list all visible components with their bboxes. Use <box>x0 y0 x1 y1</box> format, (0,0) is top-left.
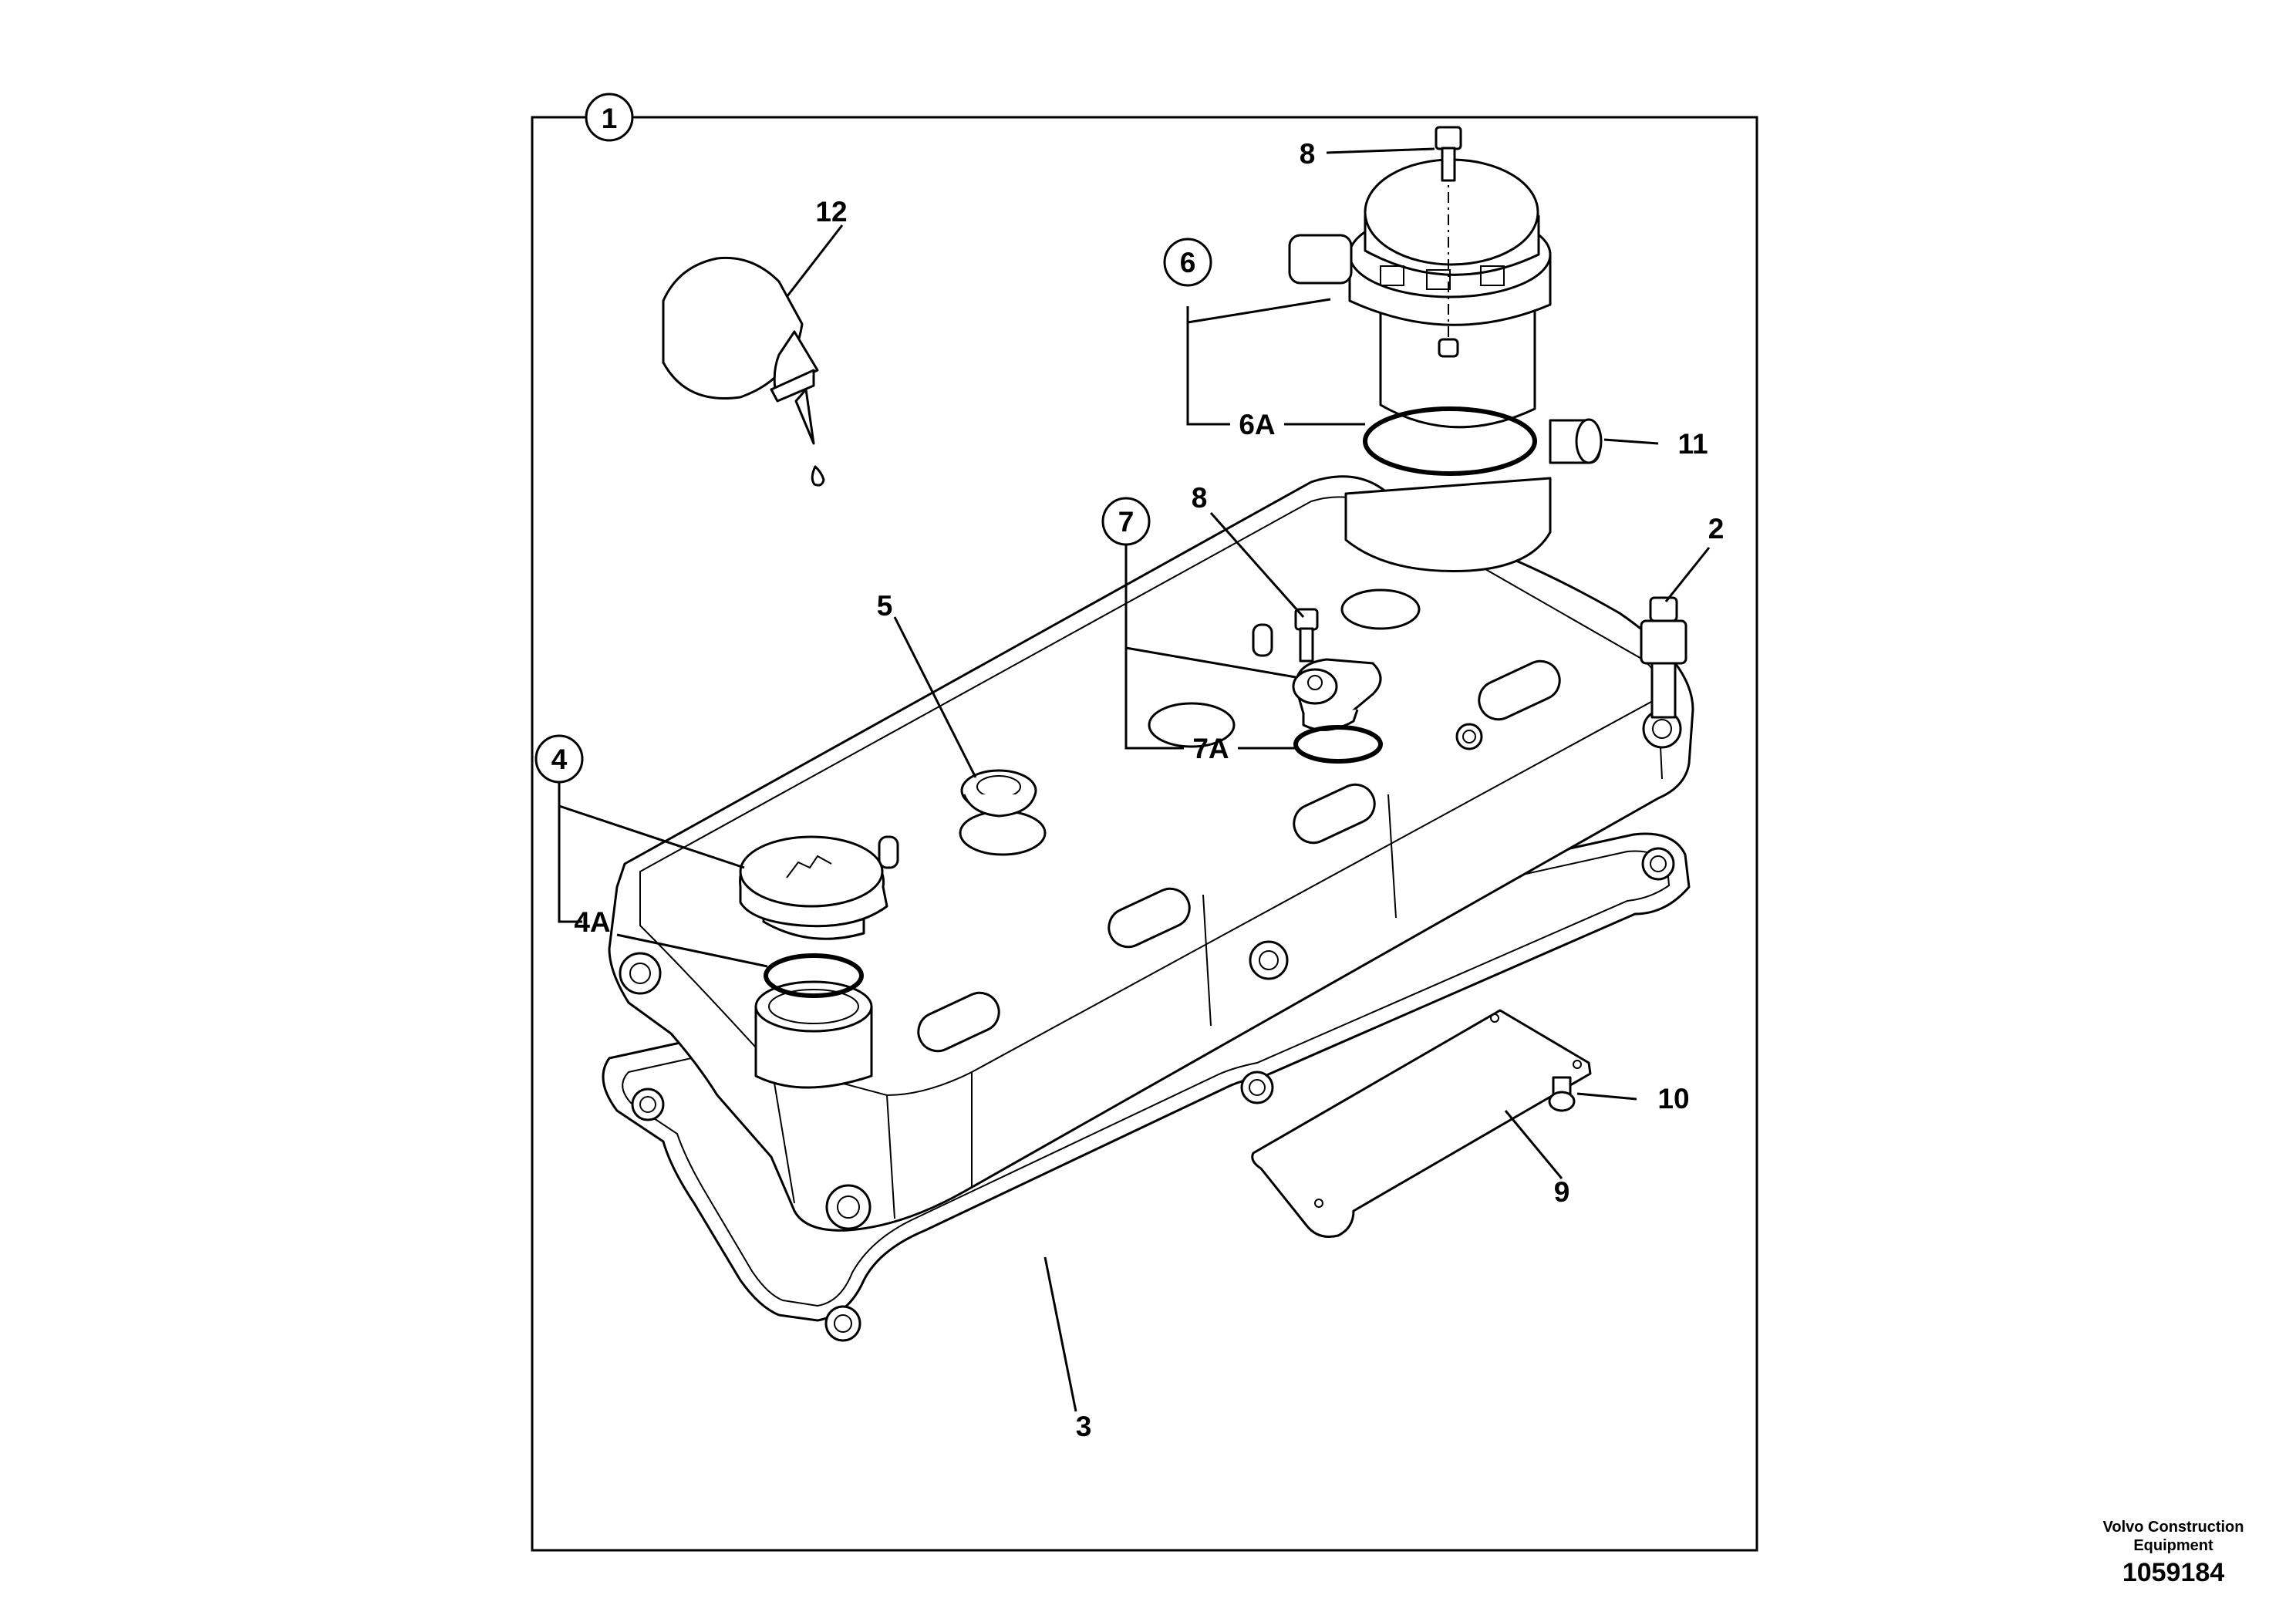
callout-9: 9 <box>1554 1176 1570 1208</box>
stud-bolt <box>1640 596 1687 719</box>
screw <box>1548 1076 1576 1112</box>
bracket-plate <box>1251 1009 1592 1238</box>
callout-8-top: 8 <box>1300 138 1316 170</box>
leader-lines <box>558 147 1711 1412</box>
callout-8-mid: 8 <box>1192 482 1208 514</box>
caption-company-2: Equipment <box>2133 1537 2213 1554</box>
callout-5: 5 <box>877 590 893 622</box>
caption-drawing-number: 1059184 <box>2122 1558 2224 1587</box>
frame-number: 1 <box>602 103 618 134</box>
callout-4: 4 <box>551 744 568 775</box>
blow-by-valve <box>1292 658 1382 731</box>
hose-connector <box>1549 418 1603 464</box>
cap-o-ring <box>764 953 864 998</box>
bolt-top <box>1435 126 1462 182</box>
callout-7A: 7A <box>1192 733 1229 764</box>
callout-6A: 6A <box>1239 409 1275 440</box>
crankcase-breather <box>1288 158 1552 429</box>
breather-o-ring <box>1363 406 1537 476</box>
diagram-frame <box>531 116 1758 1552</box>
seal-plug <box>960 769 1037 818</box>
callout-11: 11 <box>1677 428 1708 460</box>
callout-4A: 4A <box>574 906 610 938</box>
valve-o-ring <box>1293 725 1383 764</box>
frame-number-circle <box>585 93 634 142</box>
callout-6-circle <box>1163 238 1212 287</box>
callout-4-circle <box>534 734 584 784</box>
callout-7: 7 <box>1118 506 1135 538</box>
callout-10: 10 <box>1657 1083 1689 1114</box>
callout-3: 3 <box>1076 1411 1092 1442</box>
callout-2: 2 <box>1708 513 1725 545</box>
callout-12: 12 <box>815 196 847 228</box>
callout-6: 6 <box>1180 247 1196 278</box>
oil-filler-cap <box>739 835 888 940</box>
caption-company: Volvo Construction <box>2103 1519 2244 1536</box>
sealant-bottle <box>662 256 825 487</box>
callout-7-circle <box>1101 497 1151 546</box>
bolt-mid <box>1294 608 1319 663</box>
valve-cover <box>608 475 1694 1232</box>
